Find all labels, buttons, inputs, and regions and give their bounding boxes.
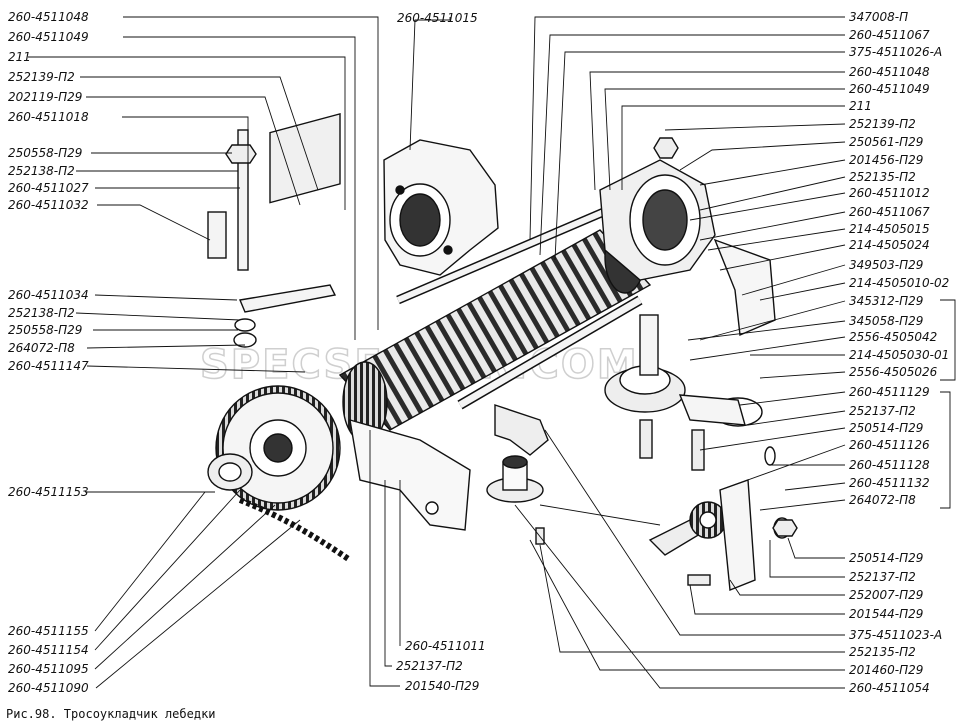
label: 260-4511049	[849, 82, 930, 96]
label: 201540-П29	[405, 679, 479, 693]
label: 260-4511128	[849, 458, 930, 472]
label: 260-4511090	[8, 681, 89, 695]
label: 211	[8, 50, 31, 64]
label: 260-4511126	[849, 438, 930, 452]
label: 260-4511011	[405, 639, 486, 653]
label: 252135-П2	[849, 170, 916, 184]
label: 214-4505024	[849, 238, 930, 252]
label: 201456-П29	[849, 153, 923, 167]
roller-assembly	[648, 446, 798, 591]
label: 345058-П29	[849, 314, 923, 328]
label: 260-4511147	[8, 359, 89, 373]
label: 260-4511015	[397, 11, 478, 25]
left-mechanism	[207, 113, 341, 348]
label: 260-4511154	[8, 643, 89, 657]
pulley-assembly	[604, 314, 763, 471]
label: 260-4511012	[849, 186, 930, 200]
label: 252138-П2	[8, 164, 75, 178]
label: 250558-П29	[8, 323, 82, 337]
right-labels: 347008-П 260-4511067 375-4511026-А 260-4…	[849, 10, 949, 695]
label: 252137-П2	[849, 404, 916, 418]
lower-bracket	[349, 419, 471, 531]
label: 252139-П2	[8, 70, 75, 84]
label: 260-4511018	[8, 110, 89, 124]
label: 345312-П29	[849, 294, 923, 308]
label: 201460-П29	[849, 663, 923, 677]
lower-rod	[457, 295, 643, 410]
upper-bracket	[383, 139, 499, 276]
label: 349503-П29	[849, 258, 923, 272]
label: 202119-П29	[8, 90, 82, 104]
label: 252137-П2	[849, 570, 916, 584]
label: 260-4511027	[8, 181, 89, 195]
label: 264072-П8	[849, 493, 916, 507]
nut-top-right	[653, 137, 679, 159]
label: 260-4511067	[849, 205, 930, 219]
label: 347008-П	[849, 10, 908, 24]
guide-rod	[396, 200, 622, 305]
label: 250558-П29	[8, 146, 82, 160]
label: 214-4505010-02	[849, 276, 949, 290]
label: 250561-П29	[849, 135, 923, 149]
parts-drawing	[207, 113, 798, 591]
label: 260-4511067	[849, 28, 930, 42]
label: 260-4511048	[8, 10, 89, 24]
label: 252135-П2	[849, 645, 916, 659]
label: 260-4511095	[8, 662, 89, 676]
label: 260-4511049	[8, 30, 89, 44]
label: 201544-П29	[849, 607, 923, 621]
label: 2556-4505026	[849, 365, 938, 379]
fork-arm	[494, 404, 549, 456]
label: 252139-П2	[849, 117, 916, 131]
left-labels: 260-4511048 260-4511049 211 252139-П2 20…	[8, 10, 89, 695]
label: 260-4511153	[8, 485, 89, 499]
label: 260-4511129	[849, 385, 930, 399]
label: 214-4505030-01	[849, 348, 949, 362]
drive-chain	[238, 497, 352, 563]
label: 260-4511132	[849, 476, 930, 490]
label: 214-4505015	[849, 222, 930, 236]
leader-lines	[28, 16, 956, 689]
label: 250514-П29	[849, 551, 923, 565]
label: 375-4511023-А	[849, 628, 942, 642]
label: 252007-П29	[849, 588, 923, 602]
label: 250514-П29	[849, 421, 923, 435]
label: 252137-П2	[396, 659, 463, 673]
label: 252138-П2	[8, 306, 75, 320]
bottom-labels: 260-4511011 252137-П2 201540-П29	[396, 639, 486, 693]
sprocket	[215, 385, 341, 511]
label: 2556-4505042	[849, 330, 937, 344]
label: 260-4511054	[849, 681, 930, 695]
nut-hub	[207, 453, 253, 491]
label: 260-4511048	[849, 65, 930, 79]
label: 260-4511034	[8, 288, 89, 302]
label: 211	[849, 99, 872, 113]
figure-caption: Рис.98. Тросоукладчик лебедки	[6, 707, 216, 721]
right-housing	[599, 159, 776, 337]
label: 264072-П8	[8, 341, 75, 355]
label: 375-4511026-А	[849, 45, 942, 59]
label: 260-4511032	[8, 198, 89, 212]
label: 260-4511155	[8, 624, 89, 638]
